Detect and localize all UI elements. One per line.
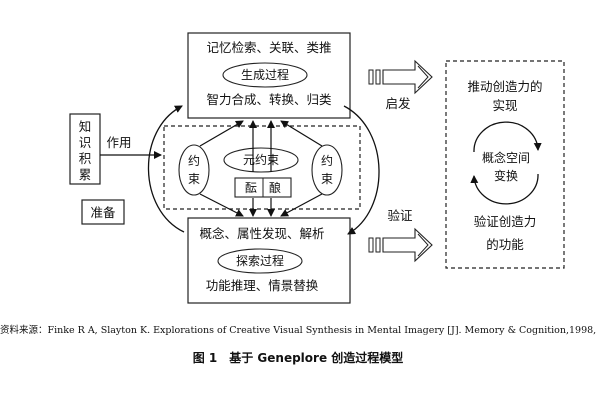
exploration-label: 探索过程 <box>236 253 284 268</box>
right-cycle-arrow <box>343 105 380 235</box>
figure-caption: 图 1 基于 Geneplore 创造过程模型 <box>193 350 404 365</box>
right-constraint-ellipse <box>311 144 343 196</box>
exploration-ellipse <box>217 248 303 274</box>
knowledge-char-1: 知 <box>79 119 92 134</box>
left-cycle-arrow <box>147 105 185 233</box>
constraint-box <box>163 125 361 210</box>
brewing-label: 酝 酿 <box>245 180 281 195</box>
verify-function-line-2: 的功能 <box>486 237 524 252</box>
exploration-top-line: 概念、属性发现、解析 <box>199 226 324 241</box>
exploration-bottom-line: 功能推理、情景替换 <box>206 278 319 293</box>
left-constraint-char-1: 约 <box>188 153 200 168</box>
knowledge-char-3: 积 <box>79 151 92 166</box>
inspiration-arrow <box>368 59 433 95</box>
concept-space-line-2: 变换 <box>494 168 518 183</box>
generation-label: 生成过程 <box>241 67 289 82</box>
realization-line-1: 推动创造力的 <box>467 79 542 94</box>
knowledge-box <box>69 113 101 185</box>
concept-cycle-arrow-top <box>473 121 542 153</box>
preparation-box <box>81 199 125 225</box>
verification-arrow <box>368 227 433 263</box>
realization-box <box>445 60 565 269</box>
knowledge-char-4: 累 <box>79 167 92 182</box>
verify-function-line-1: 验证创造力 <box>474 214 537 229</box>
right-constraint-char-2: 束 <box>321 172 333 186</box>
generation-top-line: 记忆检索、关联、类推 <box>206 40 331 55</box>
action-label: 作用 <box>106 135 131 150</box>
concept-cycle-arrow-bottom <box>470 173 539 205</box>
inspiration-label: 启发 <box>385 96 411 111</box>
left-constraint-ellipse <box>178 144 210 196</box>
right-constraint-char-1: 约 <box>321 153 333 168</box>
realization-line-2: 实现 <box>492 98 517 113</box>
generation-bottom-line: 智力合成、转换、归类 <box>206 92 332 107</box>
concept-space-line-1: 概念空间 <box>482 150 530 165</box>
source-note: 资料来源：Finke R A, Slayton K. Explorations … <box>0 324 600 336</box>
verification-label: 验证 <box>387 208 413 223</box>
meta-constraint-ellipse <box>223 147 299 173</box>
knowledge-char-2: 识 <box>79 135 92 150</box>
constraint-arrows <box>199 120 323 217</box>
preparation-label: 准备 <box>90 205 116 220</box>
generation-ellipse <box>222 62 308 88</box>
left-constraint-char-2: 束 <box>188 172 200 186</box>
meta-constraint-label: 元约束 <box>243 152 279 167</box>
